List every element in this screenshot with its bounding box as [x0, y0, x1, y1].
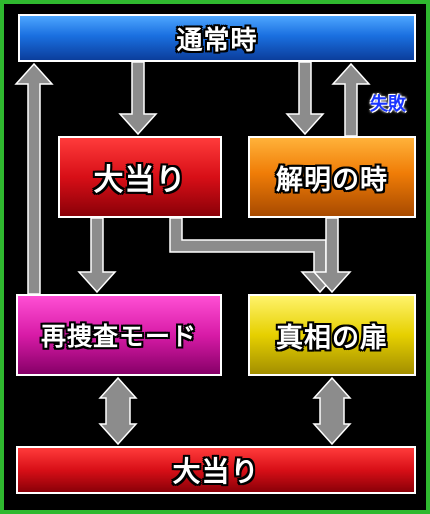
node-truth-door: 真相の扉 — [248, 294, 416, 376]
arrow-truth-hit-bidirectional — [312, 376, 352, 446]
connector-layer — [14, 61, 371, 446]
node-label: 解明の時 — [276, 164, 388, 196]
node-label: 大当り — [172, 455, 260, 488]
flowchart: 通常時 大当り 解明の時 再捜査モード 真相の扉 大当り 失敗 — [4, 4, 426, 510]
arrow-normal-to-reveal — [285, 61, 325, 136]
node-label: 再捜査モード — [40, 322, 197, 351]
node-reveal-time: 解明の時 — [248, 136, 416, 218]
arrow-normal-to-hit — [118, 61, 158, 136]
arrow-hit-to-reinvest — [77, 217, 117, 294]
node-reinvestigation-mode: 再捜査モード — [16, 294, 222, 376]
edge-label-failure: 失敗 — [370, 94, 406, 115]
node-big-hit-final: 大当り — [16, 446, 416, 494]
node-label: 通常時 — [176, 25, 258, 56]
arrow-reinvest-to-normal — [14, 62, 54, 295]
node-big-hit: 大当り — [58, 136, 222, 218]
node-label: 大当り — [93, 163, 187, 198]
node-normal-state: 通常時 — [18, 14, 416, 62]
arrow-hit-to-truth — [169, 217, 340, 294]
node-label: 真相の扉 — [276, 322, 388, 354]
arrow-reveal-to-truth — [312, 217, 352, 294]
arrow-reveal-fail-to-normal — [331, 62, 371, 137]
arrow-reinvest-hit-bidirectional — [98, 376, 138, 446]
